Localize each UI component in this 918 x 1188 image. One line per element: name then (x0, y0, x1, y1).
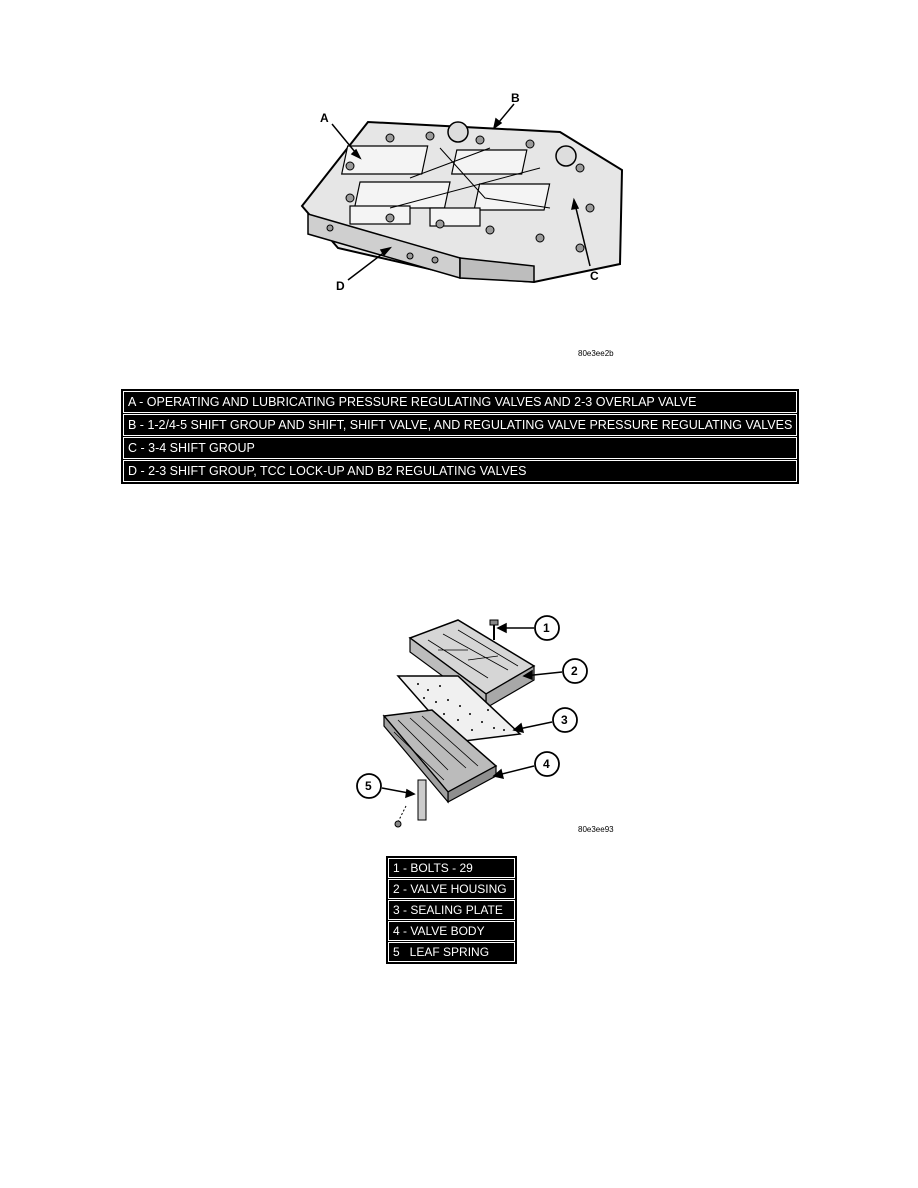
valve-body-assembly-figure: A B C D 80e3ee2b (290, 88, 630, 378)
callout-3: 3 (561, 713, 568, 727)
callout-1: 1 (543, 621, 550, 635)
legend-row: 1 - BOLTS - 29 (388, 858, 515, 878)
callout-b: B (511, 91, 520, 105)
valve-group-legend: A - OPERATING AND LUBRICATING PRESSURE R… (121, 389, 799, 484)
callout-d: D (336, 279, 345, 293)
legend-row: 4 - VALVE BODY (388, 921, 515, 941)
legend-row: 5 LEAF SPRING (388, 942, 515, 962)
legend-row: A - OPERATING AND LUBRICATING PRESSURE R… (123, 391, 797, 413)
callout-a: A (320, 111, 329, 125)
figure-id: 80e3ee2b (578, 349, 614, 358)
figure-id: 80e3ee93 (578, 825, 614, 834)
valve-body-exploded-view-drawing: 1 2 3 4 5 80e3ee93 (356, 615, 614, 834)
valve-body-assembly-drawing: A B C D 80e3ee2b (300, 91, 624, 358)
callout-c: C (590, 269, 599, 283)
callout-2: 2 (571, 664, 578, 678)
valve-body-exploded-figure: 1 2 3 4 5 80e3ee93 (348, 610, 618, 840)
legend-row: B - 1-2/4-5 SHIFT GROUP AND SHIFT, SHIFT… (123, 414, 797, 436)
legend-row: 2 - VALVE HOUSING (388, 879, 515, 899)
callout-5: 5 (365, 779, 372, 793)
legend-row: D - 2-3 SHIFT GROUP, TCC LOCK-UP AND B2 … (123, 460, 797, 482)
parts-legend: 1 - BOLTS - 29 2 - VALVE HOUSING 3 - SEA… (386, 856, 517, 964)
callout-4: 4 (543, 757, 550, 771)
legend-row: C - 3-4 SHIFT GROUP (123, 437, 797, 459)
legend-row: 3 - SEALING PLATE (388, 900, 515, 920)
